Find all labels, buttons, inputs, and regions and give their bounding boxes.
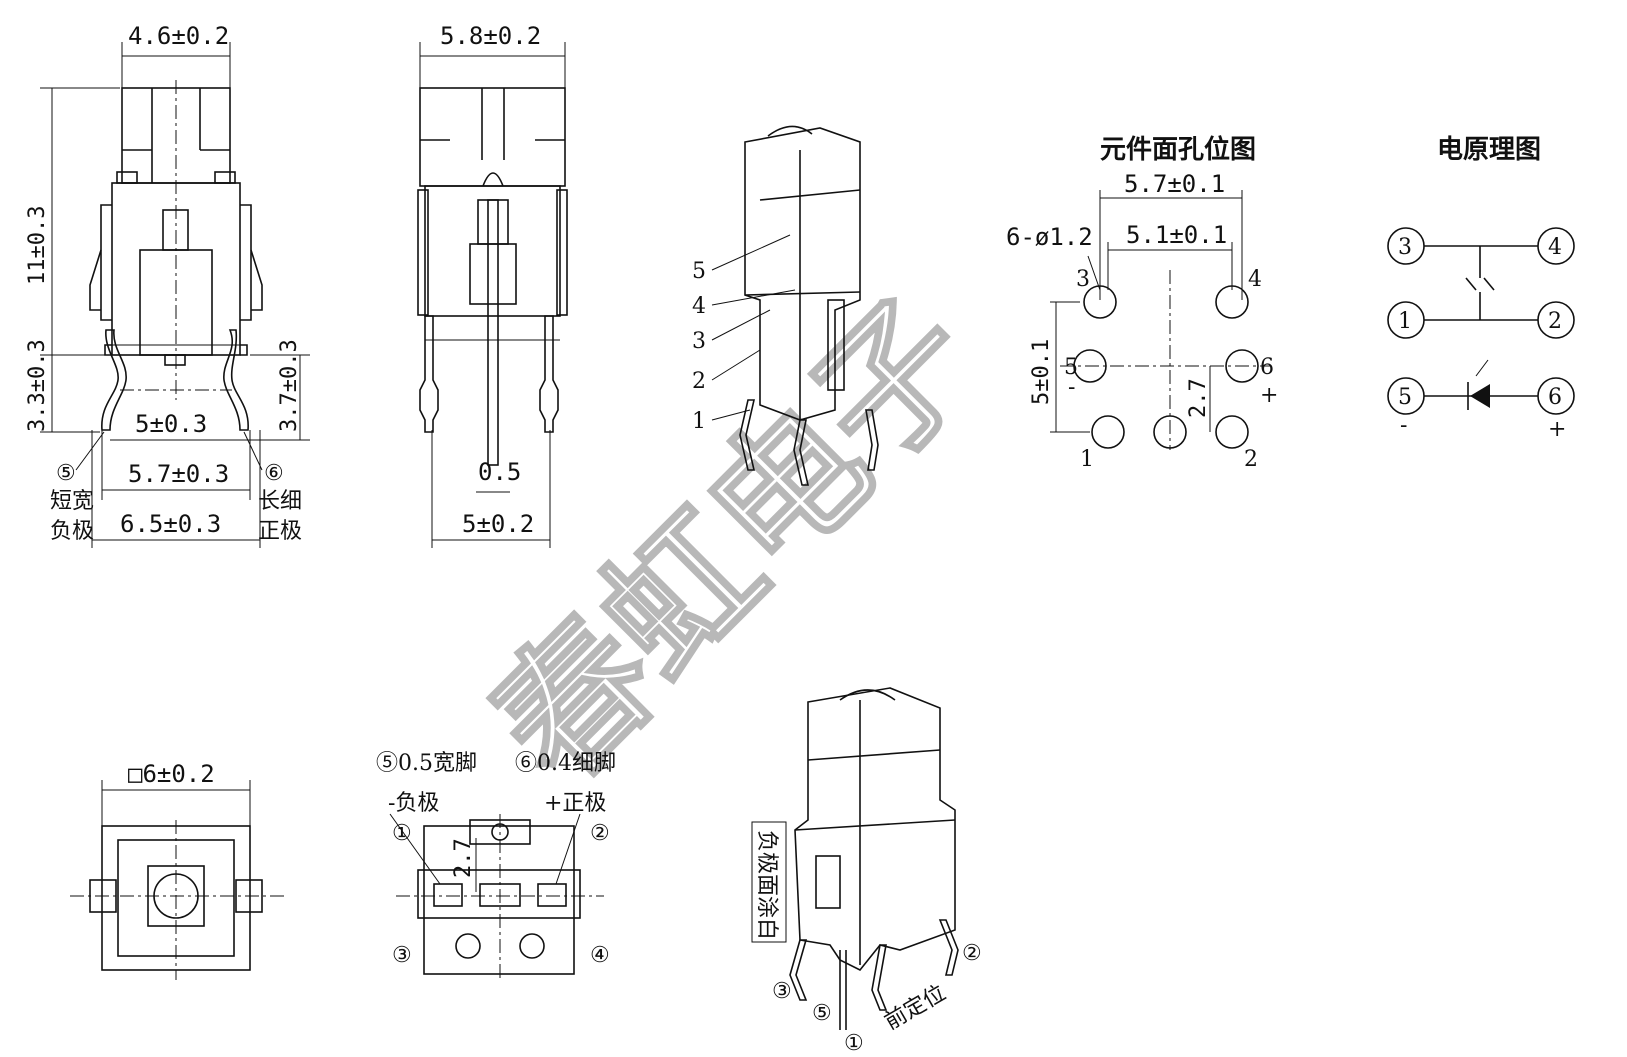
pin5-width-label: ⑤0.5宽脚 (376, 751, 477, 776)
pcb-dim-outer: 5.7±0.1 (1124, 170, 1225, 198)
pcb-num-3: 3 (1076, 267, 1090, 292)
pcb-minus: - (1068, 375, 1075, 400)
pin6-desc2: 正极 (258, 519, 302, 544)
dim-width-top: 4.6±0.2 (128, 22, 229, 50)
dim-side-pitch: 5±0.2 (462, 510, 534, 538)
negative-paint-note: 负极面涂白 (754, 830, 779, 940)
schematic: 电原理图 3 4 1 2 5 6 - + (1387, 135, 1575, 442)
pcb-num-2: 2 (1244, 447, 1258, 472)
positive-label: +正极 (544, 791, 606, 816)
part-label-5: 5 (692, 259, 706, 284)
schematic-title: 电原理图 (1437, 135, 1541, 165)
assembled-pin-1: ① (844, 1031, 864, 1056)
dim-pitch-outer: 6.5±0.3 (120, 510, 221, 538)
pin6-desc1: 长细 (258, 489, 302, 514)
assembled-pin-3: ③ (772, 979, 792, 1004)
pcb-dim-inner: 5.1±0.1 (1126, 221, 1227, 249)
part-label-3: 3 (692, 329, 706, 354)
side-view: 5.8±0.2 0.5 5±0.2 (417, 22, 568, 548)
pin6-width-label: ⑥0.4细脚 (515, 751, 616, 776)
pcb-num-4: 4 (1248, 267, 1262, 292)
pcb-num-5: 5 (1064, 355, 1078, 380)
schem-pin-4: 4 (1548, 235, 1562, 260)
pcb-plus: + (1260, 383, 1278, 408)
part-label-1: 1 (692, 409, 706, 434)
bottom-pin-2: ② (590, 821, 610, 846)
pin5-number: ⑤ (56, 461, 76, 486)
dim-pitch-mid: 5.7±0.3 (128, 460, 229, 488)
dim-pin-width: 0.5 (478, 458, 521, 486)
pcb-hole-spec: 6-ø1.2 (1006, 223, 1093, 251)
dim-pitch-inner: 5±0.3 (135, 410, 207, 438)
pin5-desc1: 短宽 (50, 489, 94, 514)
part-label-4: 4 (692, 294, 706, 319)
dim-height: 11±0.3 (25, 206, 50, 285)
schem-pin-2: 2 (1548, 309, 1562, 334)
bottom-dim: 2.7 (451, 838, 476, 878)
pcb-hole-layout: 元件面孔位图 5.7±0.1 5.1±0.1 6-ø1.2 5±0.1 2.7 … (1006, 134, 1278, 472)
pcb-dim-small: 2.7 (1186, 378, 1211, 418)
dim-pin-left: 3.3±0.3 (25, 339, 50, 432)
front-locator: 前定位 (881, 981, 951, 1036)
schem-pin-1: 1 (1398, 309, 1412, 334)
schem-pin-3: 3 (1398, 235, 1412, 260)
pin5-desc2: 负极 (50, 519, 94, 544)
negative-label: -负极 (388, 791, 439, 816)
assembled-view: 负极面涂白 ③ ⑤ ① ② 前定位 (751, 687, 982, 1056)
schem-minus: - (1400, 413, 1407, 438)
exploded-view: 5 4 3 2 1 (692, 125, 879, 486)
schem-pin-6: 6 (1548, 385, 1562, 410)
dim-pin-right: 3.7±0.3 (277, 339, 302, 432)
pcb-title: 元件面孔位图 (1100, 134, 1256, 165)
bottom-view: ⑤0.5宽脚 ⑥0.4细脚 -负极 +正极 2.7 ① ② ③ ④ (376, 751, 616, 980)
top-view: □6±0.2 (70, 760, 285, 980)
pcb-dim-vertical: 5±0.1 (1029, 339, 1054, 405)
pcb-num-6: 6 (1260, 355, 1274, 380)
bottom-pin-3: ③ (392, 943, 412, 968)
assembled-pin-2: ② (962, 941, 982, 966)
pcb-num-1: 1 (1080, 447, 1094, 472)
bottom-pin-4: ④ (590, 943, 610, 968)
pin6-number: ⑥ (264, 461, 284, 486)
schem-pin-5: 5 (1398, 385, 1412, 410)
part-label-2: 2 (692, 369, 706, 394)
dim-side-width: 5.8±0.2 (440, 22, 541, 50)
bottom-pin-1: ① (392, 821, 412, 846)
dim-top-size: □6±0.2 (128, 760, 215, 788)
schem-plus: + (1548, 417, 1566, 442)
assembled-pin-5: ⑤ (812, 1001, 832, 1026)
front-view: 4.6±0.2 11±0.3 3.3±0.3 3.7±0.3 5±0.3 5.7… (25, 22, 310, 548)
